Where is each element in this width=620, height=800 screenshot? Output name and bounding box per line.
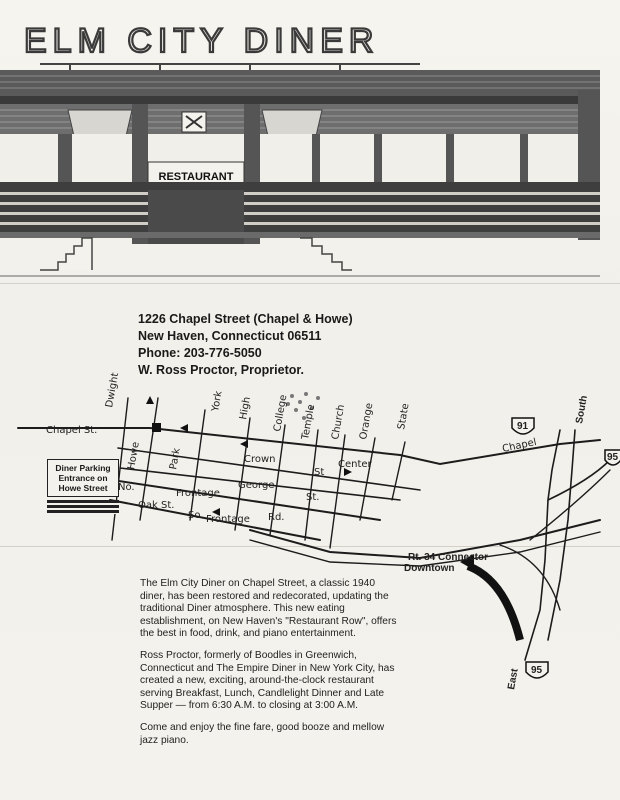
- label-high: High: [238, 396, 253, 421]
- label-rt34-connector: Rt. 34 Connector: [408, 552, 488, 563]
- diner-title: ELM CITY DINER: [23, 21, 380, 61]
- label-orange: Orange: [358, 402, 375, 440]
- label-dwight: Dwight: [104, 372, 121, 409]
- proprietor: W. Ross Proctor, Proprietor.: [138, 363, 305, 377]
- label-temple: Temple: [300, 404, 317, 442]
- street-address: 1226 Chapel Street (Chapel & Howe): [138, 312, 353, 326]
- parking-line-1: Diner Parking: [55, 463, 111, 473]
- label-east: East: [506, 667, 521, 690]
- address-block: 1226 Chapel Street (Chapel & Howe) New H…: [138, 311, 353, 379]
- label-no: No.: [118, 482, 135, 493]
- restaurant-sign: RESTAURANT: [159, 171, 234, 183]
- label-george: George: [238, 480, 274, 491]
- shield-95-number: 95: [531, 665, 543, 676]
- label-frontage: Frontage: [176, 488, 220, 499]
- city-state-zip: New Haven, Connecticut 06511: [138, 329, 322, 343]
- shield-95-number: 95: [607, 452, 619, 463]
- label-chapel: Chapel: [501, 437, 537, 455]
- label-york: York: [210, 390, 225, 414]
- label-rd: Rd.: [268, 512, 284, 523]
- label-college: College: [272, 394, 289, 433]
- label-crown-st: St: [314, 467, 324, 478]
- label-so: So: [188, 510, 200, 521]
- label-howe: Howe: [126, 441, 142, 470]
- fold-crease: [0, 283, 620, 284]
- label-downtown: Downtown: [404, 563, 455, 574]
- description-text: The Elm City Diner on Chapel Street, a c…: [140, 578, 400, 756]
- parking-info: Diner Parking Entrance on Howe Street: [47, 459, 119, 514]
- label-park: Park: [168, 447, 183, 470]
- label-center: Center: [338, 459, 373, 470]
- parking-line-2: Entrance on: [58, 473, 108, 483]
- paragraph-invitation: Come and enjoy the fine fare, good booze…: [140, 721, 385, 746]
- phone-number: Phone: 203-776-5050: [138, 346, 262, 360]
- label-state: State: [396, 403, 411, 431]
- label-crown: Crown: [244, 454, 276, 465]
- parking-stripes: [47, 500, 119, 514]
- diner-location-marker: [152, 423, 161, 432]
- label-frontage-2: Frontage: [206, 514, 250, 525]
- parking-line-3: Howe Street: [58, 483, 108, 493]
- diner-illustration: RESTAURANT: [0, 63, 600, 277]
- shield-91-number: 91: [517, 421, 529, 432]
- label-south: South: [574, 395, 590, 425]
- label-chapel-st: Chapel St.: [46, 425, 97, 436]
- paragraph-history: The Elm City Diner on Chapel Street, a c…: [140, 578, 397, 640]
- label-george-st: St.: [306, 492, 319, 503]
- label-oak-st: Oak St.: [138, 500, 174, 511]
- paragraph-proprietor: Ross Proctor, formerly of Boodles in Gre…: [140, 649, 395, 712]
